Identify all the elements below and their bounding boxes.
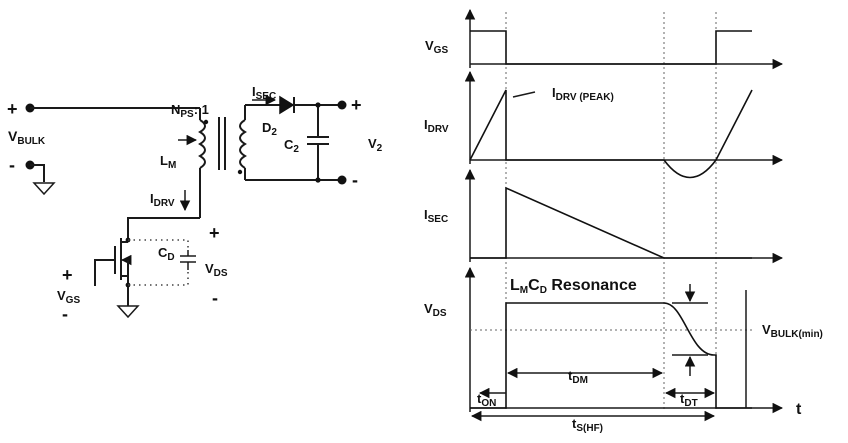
vds-minus-sign: -: [212, 288, 218, 308]
secondary-polarity-dot: [237, 169, 243, 175]
diode-d2: [279, 95, 295, 115]
c2-node-top: [315, 102, 321, 108]
c2-node-bottom: [315, 177, 321, 183]
vgs-minus-sign: -: [62, 304, 68, 324]
idrv-label: IDRV: [150, 191, 175, 209]
time-axis-label: t: [796, 401, 802, 418]
tdt-label: tDT: [680, 391, 698, 409]
lm-label: LM: [160, 153, 176, 171]
isec-label: ISEC: [252, 84, 276, 102]
cd-dotted-top: [128, 239, 189, 250]
ts-label: tS(HF): [572, 416, 603, 434]
idrv-peak-leader: [512, 91, 536, 98]
primary-polarity-dot: [203, 119, 209, 125]
idrv-waveform: [469, 89, 753, 179]
isec-axis-label: ISEC: [424, 207, 448, 225]
drain-wire: [127, 217, 200, 240]
ton-label: tON: [477, 391, 496, 409]
vbulk-min-label: VBULK(min): [762, 322, 823, 340]
isec-waveform: [470, 186, 752, 259]
cd-dotted-bottom: [128, 270, 189, 286]
nps-label: NPS: 1: [171, 102, 209, 120]
gate-wire: [94, 259, 115, 286]
idrv-axis-label: IDRV: [424, 117, 449, 135]
vbulk-minus-sign: -: [9, 155, 15, 175]
cd-label: CD: [158, 245, 175, 263]
flyback-circuit: + VBULK - NPS: 1 ISEC D2 C2 + V2 - LM ID…: [7, 84, 383, 324]
vds-plus-sign: +: [209, 223, 220, 243]
ground-symbol-input: [32, 182, 56, 196]
idrv-peak-label: IDRV (PEAK): [552, 85, 614, 103]
tdm-label: tDM: [568, 368, 588, 386]
vgs-waveform: [470, 30, 752, 65]
ground-wire-input: [30, 164, 45, 182]
vbulk-label: VBULK: [8, 128, 46, 147]
v2-minus-sign: -: [352, 170, 358, 190]
v2-label: V2: [368, 136, 383, 154]
vds-waveform: [470, 302, 752, 409]
vbulk-plus-sign: +: [7, 99, 18, 119]
primary-winding: [198, 119, 206, 169]
v2-plus-sign: +: [351, 95, 362, 115]
ground-symbol-source: [116, 305, 140, 319]
d2-label: D2: [262, 120, 277, 138]
v2-minus-terminal: [337, 175, 347, 185]
vds-label: VDS: [205, 261, 228, 279]
timing-diagram: VGS IDRV IDRV (PEAK) ISEC VDS LMCD Reson…: [424, 8, 823, 434]
vds-axis-label: VDS: [424, 301, 447, 319]
v2-plus-terminal: [337, 100, 347, 110]
vgs-plus-sign: +: [62, 265, 73, 285]
vgs-label: VGS: [57, 288, 80, 306]
resonance-label: LMCD Resonance: [510, 277, 637, 296]
vgs-axis-label: VGS: [425, 38, 448, 56]
c2-label: C2: [284, 137, 299, 155]
secondary-winding: [239, 119, 247, 169]
